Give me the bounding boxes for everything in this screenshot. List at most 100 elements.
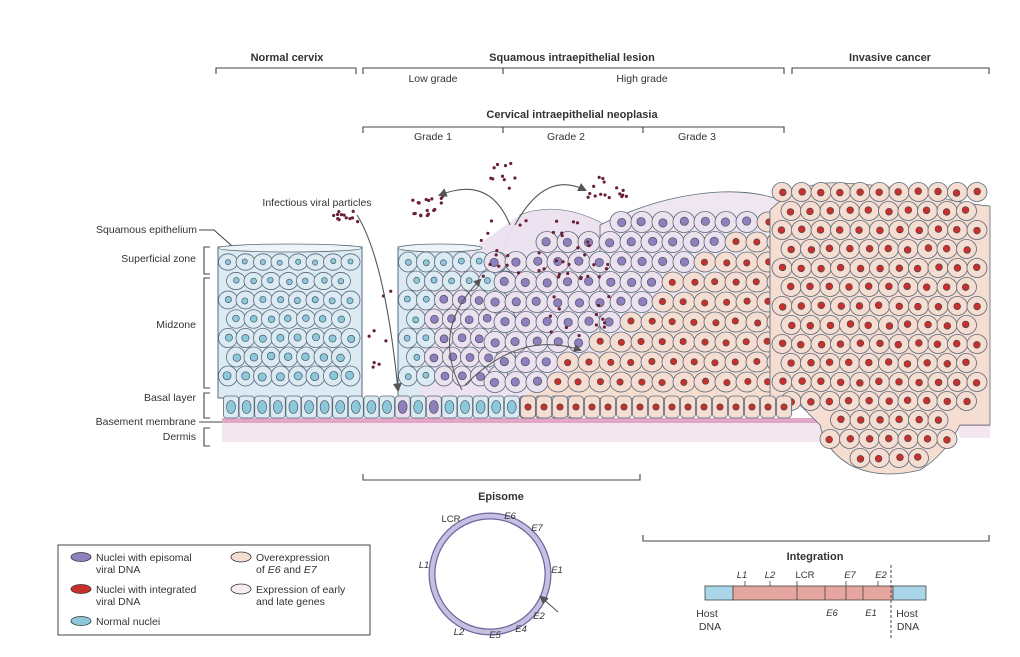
- virus-particle: [494, 253, 498, 257]
- cell-nucleus: [875, 377, 883, 386]
- cell-nucleus: [973, 226, 981, 235]
- cell: [947, 182, 968, 202]
- header-grade1: Grade 1: [414, 131, 452, 143]
- cell-nucleus: [826, 207, 834, 215]
- cell-nucleus: [934, 303, 943, 311]
- cell: [340, 327, 361, 349]
- cell: [442, 308, 462, 330]
- virus-particle: [502, 178, 506, 182]
- cell: [323, 290, 343, 310]
- cell-nucleus: [915, 339, 923, 347]
- cell-nucleus: [723, 259, 731, 267]
- cell: [672, 291, 696, 313]
- cell-nucleus: [752, 278, 760, 286]
- basal-cell: [632, 395, 648, 419]
- cell-nucleus: [846, 320, 855, 328]
- legend-episomal-line2: viral DNA: [96, 564, 140, 576]
- cell-nucleus: [648, 317, 656, 325]
- host-dna-left-line1: Host: [696, 608, 718, 620]
- cell-nucleus: [241, 371, 251, 381]
- cell: [693, 251, 717, 273]
- cell: [682, 311, 706, 333]
- label-basement-membrane: Basement membrane: [96, 416, 197, 428]
- cell-nucleus: [787, 245, 795, 254]
- episome-gene-l2: L2: [454, 627, 465, 638]
- cell-nucleus: [903, 396, 912, 405]
- cell-nucleus: [798, 188, 806, 196]
- cell-nucleus: [953, 339, 961, 348]
- cell-nucleus: [885, 282, 893, 291]
- cell-nucleus: [874, 454, 883, 463]
- cell-nucleus: [636, 217, 646, 227]
- virus-particle: [441, 194, 445, 198]
- cell: [908, 372, 929, 392]
- cell-nucleus: [439, 294, 449, 304]
- legend-episomal-line1: Nuclei with episomal: [96, 552, 192, 564]
- cell-nucleus: [763, 337, 771, 345]
- cell-nucleus: [293, 333, 302, 342]
- high-grade-epithelium: [483, 191, 801, 399]
- cell: [780, 201, 802, 221]
- cell: [800, 239, 821, 259]
- cell: [771, 258, 793, 278]
- basal-cell-nucleus: [413, 400, 424, 414]
- cell-nucleus: [680, 378, 688, 386]
- cell-nucleus: [627, 317, 635, 325]
- cell-nucleus: [942, 208, 951, 216]
- cell: [908, 334, 929, 354]
- cell: [858, 391, 880, 411]
- virus-particle: [350, 216, 355, 220]
- cell-nucleus: [430, 314, 439, 324]
- basal-cell: [648, 395, 664, 419]
- virus-particle: [335, 212, 340, 217]
- cell-nucleus: [817, 377, 825, 385]
- cell: [661, 271, 685, 293]
- layer-labels: Squamous epithelium Superficial zone Mid…: [96, 224, 233, 447]
- cell-nucleus: [806, 322, 814, 330]
- virus-particle: [426, 212, 431, 216]
- cell: [598, 231, 622, 253]
- cell: [917, 277, 938, 297]
- cell: [858, 277, 880, 297]
- basal-cell-nucleus: [540, 403, 548, 411]
- cell-nucleus: [845, 358, 853, 367]
- virus-particle: [427, 198, 431, 203]
- basal-cell: [712, 395, 728, 419]
- cell: [956, 239, 977, 259]
- cell-nucleus: [321, 277, 328, 284]
- cell-nucleus: [701, 299, 709, 307]
- basal-cell-nucleus: [226, 400, 236, 414]
- cell: [640, 271, 664, 293]
- cell-nucleus: [806, 207, 814, 216]
- cell-nucleus: [894, 188, 902, 196]
- cell-nucleus: [742, 338, 750, 346]
- cell: [869, 334, 890, 354]
- cell-nucleus: [258, 334, 267, 343]
- virus-particle: [430, 197, 434, 201]
- cell: [460, 308, 480, 330]
- cell-nucleus: [856, 339, 865, 347]
- cell: [588, 331, 612, 353]
- cell-nucleus: [319, 353, 329, 362]
- cell-nucleus: [923, 435, 932, 443]
- cell-nucleus: [542, 278, 552, 288]
- cell: [745, 271, 769, 293]
- basal-cell-nucleus: [241, 400, 252, 414]
- cell-nucleus: [679, 338, 687, 346]
- bracket-invasive: [791, 67, 990, 74]
- bracket-dermis: [203, 427, 210, 447]
- cell-nucleus: [658, 297, 666, 305]
- cell: [609, 251, 633, 273]
- cell: [406, 270, 426, 292]
- virus-particle: [513, 176, 517, 180]
- cell-nucleus: [457, 295, 467, 305]
- legend-swatch-episomal: [70, 552, 92, 562]
- episome-break-arrow: [539, 595, 559, 613]
- cell-nucleus: [836, 188, 844, 197]
- cell: [810, 182, 832, 202]
- episome-gene-l1: L1: [419, 560, 430, 571]
- cell-nucleus: [233, 277, 240, 284]
- virus-particle: [419, 214, 423, 218]
- arrow-spread-up: [449, 278, 482, 391]
- cell: [869, 410, 890, 430]
